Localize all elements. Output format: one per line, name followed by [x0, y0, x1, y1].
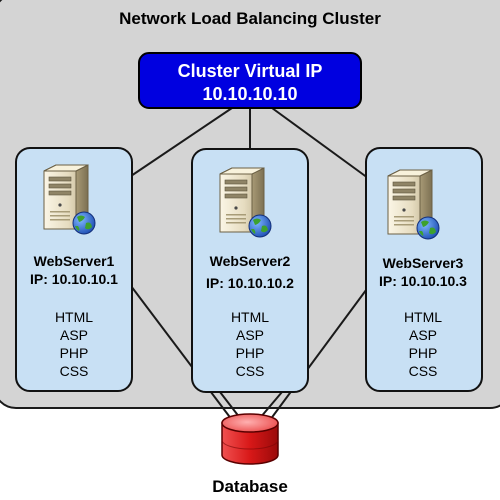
webserver2-name: WebServer2 [210, 253, 291, 269]
webserver3-ip: IP: 10.10.10.3 [379, 273, 467, 289]
webserver1-name: WebServer1 [34, 253, 115, 269]
webserver3-box[interactable]: WebServer3 IP: 10.10.10.3 HTML ASP PHP C… [365, 147, 483, 392]
database-label: Database [212, 477, 288, 496]
webserver2-tech-php: PHP [236, 345, 265, 361]
link-vip-webserver1 [127, 107, 233, 179]
webserver1-ip: IP: 10.10.10.1 [30, 271, 118, 287]
webserver2-tech-css: CSS [236, 363, 265, 379]
webserver2-box[interactable]: WebServer2 IP: 10.10.10.2 HTML ASP PHP C… [191, 148, 309, 393]
webserver3-name: WebServer3 [383, 255, 464, 271]
db-connections [127, 281, 373, 421]
link-vip-webserver3 [271, 107, 369, 179]
webserver1-tech-html: HTML [55, 309, 93, 325]
virtual-ip-address: 10.10.10.10 [202, 84, 297, 104]
virtual-ip-label: Cluster Virtual IP [178, 61, 323, 81]
virtual-ip-box[interactable]: Cluster Virtual IP 10.10.10.10 [138, 52, 362, 109]
webserver3-tech-html: HTML [404, 309, 442, 325]
webserver3-tech-asp: ASP [409, 327, 437, 343]
server-icon [387, 169, 440, 240]
server-icon [219, 167, 272, 238]
link-webserver1-db [127, 281, 233, 421]
server-icon [43, 164, 96, 235]
webserver3-tech-php: PHP [409, 345, 438, 361]
webserver1-tech-asp: ASP [60, 327, 88, 343]
webserver1-box[interactable]: WebServer1 IP: 10.10.10.1 HTML ASP PHP C… [15, 147, 133, 392]
webserver2-tech-asp: ASP [236, 327, 264, 343]
link-webserver2-db-left [219, 391, 241, 419]
link-webserver2-db-right [259, 391, 283, 419]
webserver2-ip: IP: 10.10.10.2 [206, 275, 294, 291]
webserver3-tech-css: CSS [409, 363, 438, 379]
link-webserver3-db [269, 281, 373, 421]
cluster-title: Network Load Balancing Cluster [119, 9, 381, 28]
webserver1-tech-php: PHP [60, 345, 89, 361]
database-icon[interactable] [221, 413, 279, 465]
vip-connections [127, 107, 369, 179]
webserver2-tech-html: HTML [231, 309, 269, 325]
webserver1-tech-css: CSS [60, 363, 89, 379]
